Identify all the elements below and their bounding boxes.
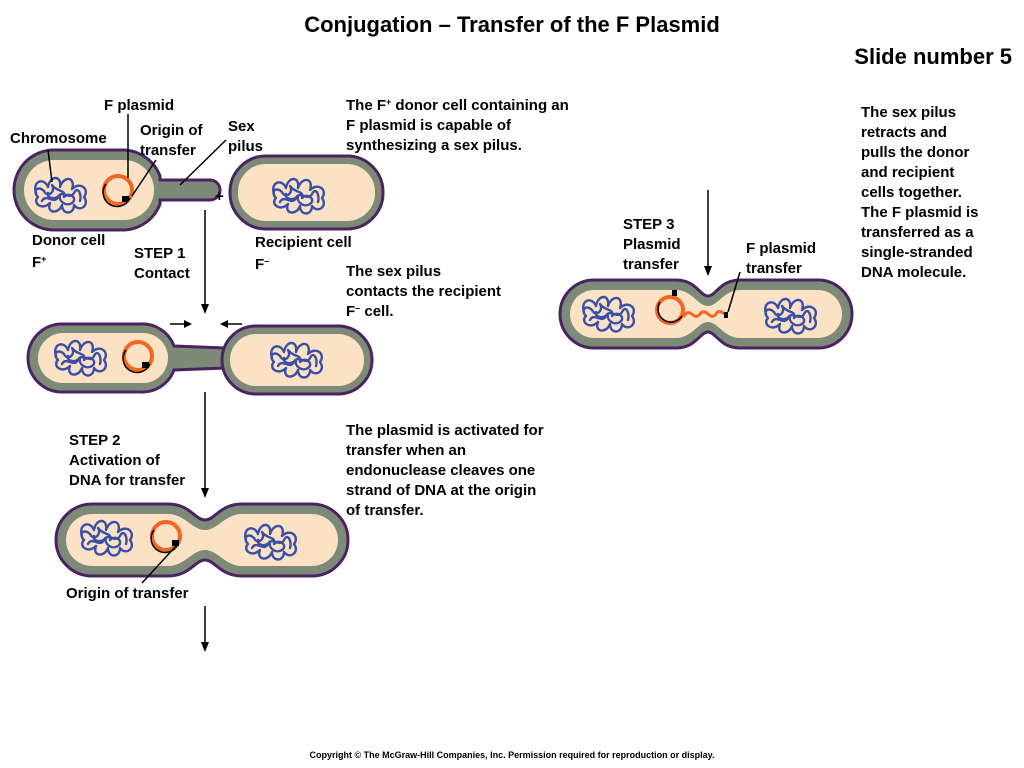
f-plasmid-label: F plasmid (104, 97, 175, 114)
step1-label: STEP 1 Contact (134, 245, 190, 282)
recipient-type-label: F– (255, 256, 270, 273)
joined-cells-step3 (558, 278, 854, 350)
origin-of-transfer-bottom-label: Origin of transfer (66, 585, 189, 602)
f-plasmid-transfer-label: F plasmid transfer (746, 240, 817, 277)
description-step2: The plasmid is activated for transfer wh… (346, 422, 544, 519)
donor-cell-step2 (26, 322, 226, 394)
arrow-step2 (201, 392, 209, 498)
arrow-step3 (201, 606, 209, 652)
recipient-cell-step1 (228, 154, 385, 231)
plus-sign: + (215, 188, 224, 205)
donor-type-label: F+ (32, 254, 47, 271)
donor-cell-label: Donor cell (32, 232, 106, 249)
description-step3: The sex pilus retracts and pulls the don… (861, 104, 979, 281)
step2-label: STEP 2 Activation of DNA for transfer (69, 432, 186, 489)
chromosome-label: Chromosome (10, 130, 107, 147)
origin-of-transfer-label: Origin of transfer (140, 122, 203, 159)
contact-arrows (170, 320, 242, 328)
arrow-step1 (201, 210, 209, 314)
recipient-cell-step2 (220, 324, 374, 396)
slide-number: Slide number 5 (854, 44, 1012, 69)
step3-label: STEP 3 Plasmid transfer (623, 216, 681, 273)
sex-pilus-label: Sex pilus (228, 118, 264, 155)
description-step1: The sex pilus contacts the recipient F– … (346, 263, 502, 320)
page-title: Conjugation – Transfer of the F Plasmid (304, 12, 720, 37)
joined-cells-step2 (54, 502, 350, 578)
arrow-to-step3 (704, 190, 712, 276)
copyright-notice: Copyright © The McGraw-Hill Companies, I… (309, 750, 715, 760)
recipient-cell-label: Recipient cell (255, 234, 352, 251)
description-step0: The F+ donor cell containing an F plasmi… (346, 97, 569, 154)
donor-cell-step1 (12, 148, 222, 232)
